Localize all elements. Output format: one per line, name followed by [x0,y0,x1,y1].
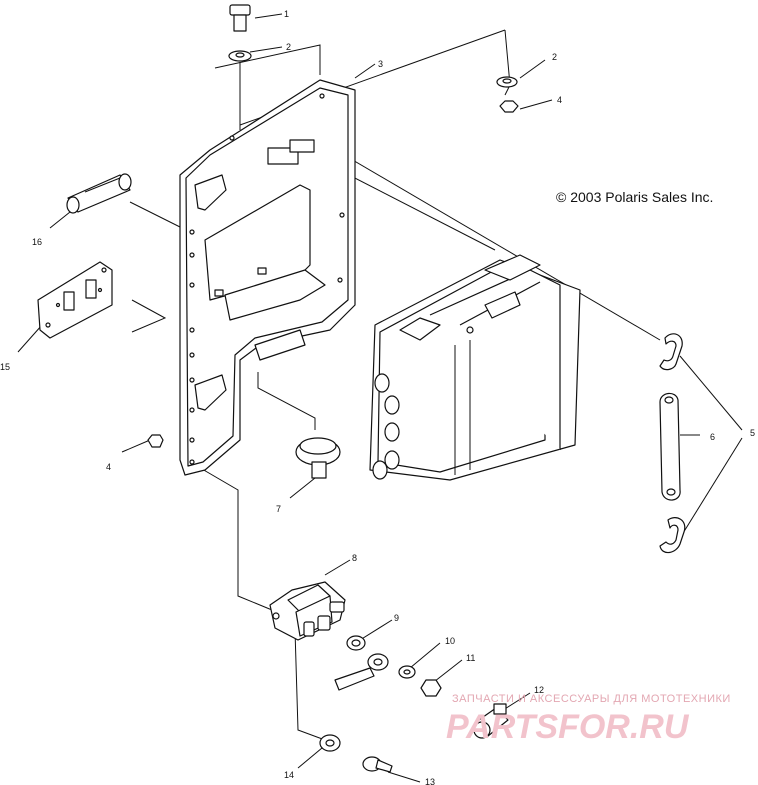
callout-15: 15 [0,362,10,372]
clip-part-5-bottom [659,517,686,554]
callout-7: 7 [276,504,281,514]
washer-part-9 [346,635,366,651]
bracket-part-15 [37,261,113,339]
callout-4-top: 4 [557,95,562,105]
washer-part-2-left [228,50,252,62]
washer-part-14 [319,734,341,752]
cable-terminal [334,653,389,691]
clamp-part-7 [295,437,341,479]
cdi-module [369,254,581,481]
callout-8: 8 [352,553,357,563]
callout-1: 1 [284,9,289,19]
solenoid-part-8 [269,581,346,641]
nut-part-4-left [147,434,164,448]
callout-12: 12 [534,685,544,695]
leader-lines [17,13,743,783]
fitting-part-12 [473,703,509,739]
bolt-part-1 [229,4,251,32]
callout-11: 11 [466,653,475,663]
mounting-plate [179,79,356,476]
clip-part-5-top [659,333,683,371]
callout-13: 13 [425,777,435,785]
callouts: 1 2 3 2 4 16 15 4 7 6 5 8 9 10 11 12 14 … [0,9,755,785]
strap-part-6 [659,392,681,501]
copyright-text: © 2003 Polaris Sales Inc. [556,189,713,205]
watermark: ЗАПЧАСТИ И АКСЕССУАРЫ ДЛЯ МОТОТЕХНИКИ PA… [446,693,731,746]
callout-10: 10 [445,636,455,646]
callout-2-right: 2 [552,52,557,62]
callout-2-left: 2 [286,42,291,52]
washer-part-2-right [496,76,518,88]
callout-6: 6 [710,432,715,442]
washer-part-10 [398,665,416,679]
callout-16: 16 [32,237,42,247]
callout-3: 3 [378,59,383,69]
nut-part-11 [420,679,442,697]
nut-part-4-top [499,100,519,113]
callout-14: 14 [284,770,294,780]
callout-4-left: 4 [106,462,111,472]
callout-5: 5 [750,428,755,438]
watermark-brand: PARTSFOR.RU [446,708,690,746]
screw-part-13 [362,756,393,773]
grommet-part-16 [66,173,132,214]
callout-9: 9 [394,613,399,623]
watermark-tagline: ЗАПЧАСТИ И АКСЕССУАРЫ ДЛЯ МОТОТЕХНИКИ [452,693,731,705]
